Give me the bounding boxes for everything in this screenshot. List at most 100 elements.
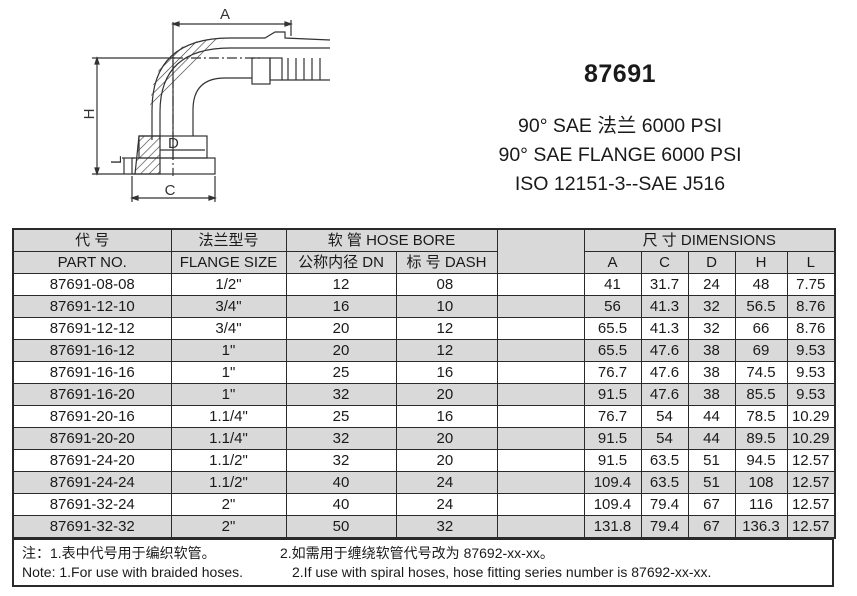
cell-flange: 1" bbox=[170, 339, 287, 362]
spec-line-standard: ISO 12151-3--SAE J516 bbox=[514, 173, 726, 195]
svg-text:H: H bbox=[81, 109, 98, 120]
cell-d: 38 bbox=[687, 383, 736, 406]
blank-cell bbox=[496, 405, 585, 428]
cell-dn: 12 bbox=[285, 273, 397, 296]
cell-dn: 50 bbox=[285, 515, 397, 539]
cell-a: 109.4 bbox=[583, 493, 642, 516]
cell-dn: 20 bbox=[285, 317, 397, 340]
svg-text:L: L bbox=[108, 156, 125, 164]
cell-dash: 32 bbox=[395, 515, 498, 539]
header-flange-cn: 法兰型号 bbox=[170, 228, 287, 252]
cell-flange: 1.1/4" bbox=[170, 427, 287, 450]
cell-part: 87691-24-20 bbox=[12, 449, 172, 472]
cell-h: 74.5 bbox=[734, 361, 788, 384]
header-a: A bbox=[583, 251, 642, 274]
header-row-1: 代 号 法兰型号 软 管 HOSE BORE 尺 寸 DIMENSIONS bbox=[12, 228, 836, 274]
cell-a: 91.5 bbox=[583, 427, 642, 450]
cell-part: 87691-20-16 bbox=[12, 405, 172, 428]
cell-dash: 20 bbox=[395, 449, 498, 472]
cell-d: 24 bbox=[687, 273, 736, 296]
cell-h: 136.3 bbox=[734, 515, 788, 539]
cell-a: 131.8 bbox=[583, 515, 642, 539]
cell-h: 56.5 bbox=[734, 295, 788, 318]
spec-line-en: 90° SAE FLANGE 6000 PSI bbox=[498, 144, 742, 166]
cell-c: 31.7 bbox=[640, 273, 689, 296]
cell-dn: 20 bbox=[285, 339, 397, 362]
header-dimensions: 尺 寸 DIMENSIONS bbox=[583, 228, 836, 252]
cell-dash: 20 bbox=[395, 383, 498, 406]
cell-dn: 32 bbox=[285, 383, 397, 406]
cell-dash: 10 bbox=[395, 295, 498, 318]
blank-cell bbox=[496, 383, 585, 406]
cell-h: 69 bbox=[734, 339, 788, 362]
header-dash: 标 号 DASH bbox=[395, 251, 498, 274]
cell-h: 85.5 bbox=[734, 383, 788, 406]
header-blank bbox=[496, 228, 585, 274]
header-h: H bbox=[734, 251, 788, 274]
cell-flange: 1" bbox=[170, 383, 287, 406]
cell-c: 47.6 bbox=[640, 339, 689, 362]
blank-cell bbox=[496, 361, 585, 384]
cell-d: 51 bbox=[687, 471, 736, 494]
cell-dn: 40 bbox=[285, 471, 397, 494]
cell-a: 76.7 bbox=[583, 361, 642, 384]
cell-c: 47.6 bbox=[640, 361, 689, 384]
cell-l: 8.76 bbox=[786, 317, 836, 340]
cell-flange: 2" bbox=[170, 493, 287, 516]
cell-h: 66 bbox=[734, 317, 788, 340]
blank-cell bbox=[496, 295, 585, 318]
blank-cell bbox=[496, 317, 585, 340]
cell-dash: 16 bbox=[395, 361, 498, 384]
cell-l: 12.57 bbox=[786, 515, 836, 539]
cell-part: 87691-16-12 bbox=[12, 339, 172, 362]
cell-l: 10.29 bbox=[786, 427, 836, 450]
cell-h: 89.5 bbox=[734, 427, 788, 450]
cell-c: 79.4 bbox=[640, 515, 689, 539]
elbow-fitting-icon: A H D L C bbox=[81, 6, 331, 202]
cell-dn: 32 bbox=[285, 427, 397, 450]
cell-a: 56 bbox=[583, 295, 642, 318]
cell-dash: 08 bbox=[395, 273, 498, 296]
cell-d: 38 bbox=[687, 339, 736, 362]
cell-h: 116 bbox=[734, 493, 788, 516]
cell-part: 87691-12-10 bbox=[12, 295, 172, 318]
cell-l: 9.53 bbox=[786, 339, 836, 362]
note-en-1: Note: 1.For use with braided hoses. bbox=[22, 564, 244, 580]
blank-cell bbox=[496, 493, 585, 516]
cell-dn: 40 bbox=[285, 493, 397, 516]
cell-c: 63.5 bbox=[640, 471, 689, 494]
header-c: C bbox=[640, 251, 689, 274]
cell-h: 94.5 bbox=[734, 449, 788, 472]
svg-text:D: D bbox=[168, 135, 179, 152]
cell-part: 87691-32-24 bbox=[12, 493, 172, 516]
cell-d: 32 bbox=[687, 317, 736, 340]
cell-h: 108 bbox=[734, 471, 788, 494]
blank-cell bbox=[496, 471, 585, 494]
cell-l: 12.57 bbox=[786, 471, 836, 494]
cell-part: 87691-20-20 bbox=[12, 427, 172, 450]
cell-c: 47.6 bbox=[640, 383, 689, 406]
cell-dash: 24 bbox=[395, 471, 498, 494]
cell-flange: 1/2" bbox=[170, 273, 287, 296]
cell-dash: 12 bbox=[395, 339, 498, 362]
cell-l: 7.75 bbox=[786, 273, 836, 296]
cell-a: 41 bbox=[583, 273, 642, 296]
cell-d: 44 bbox=[687, 427, 736, 450]
cell-c: 54 bbox=[640, 405, 689, 428]
blank-cell bbox=[496, 449, 585, 472]
header-dn: 公称内径 DN bbox=[285, 251, 397, 274]
fitting-drawing: A H D L C bbox=[60, 0, 331, 210]
cell-flange: 3/4" bbox=[170, 317, 287, 340]
header-part-en: PART NO. bbox=[12, 251, 172, 274]
cell-c: 79.4 bbox=[640, 493, 689, 516]
cell-l: 9.53 bbox=[786, 361, 836, 384]
cell-d: 51 bbox=[687, 449, 736, 472]
dimensions-table: 代 号 法兰型号 软 管 HOSE BORE 尺 寸 DIMENSIONS PA… bbox=[12, 228, 836, 539]
